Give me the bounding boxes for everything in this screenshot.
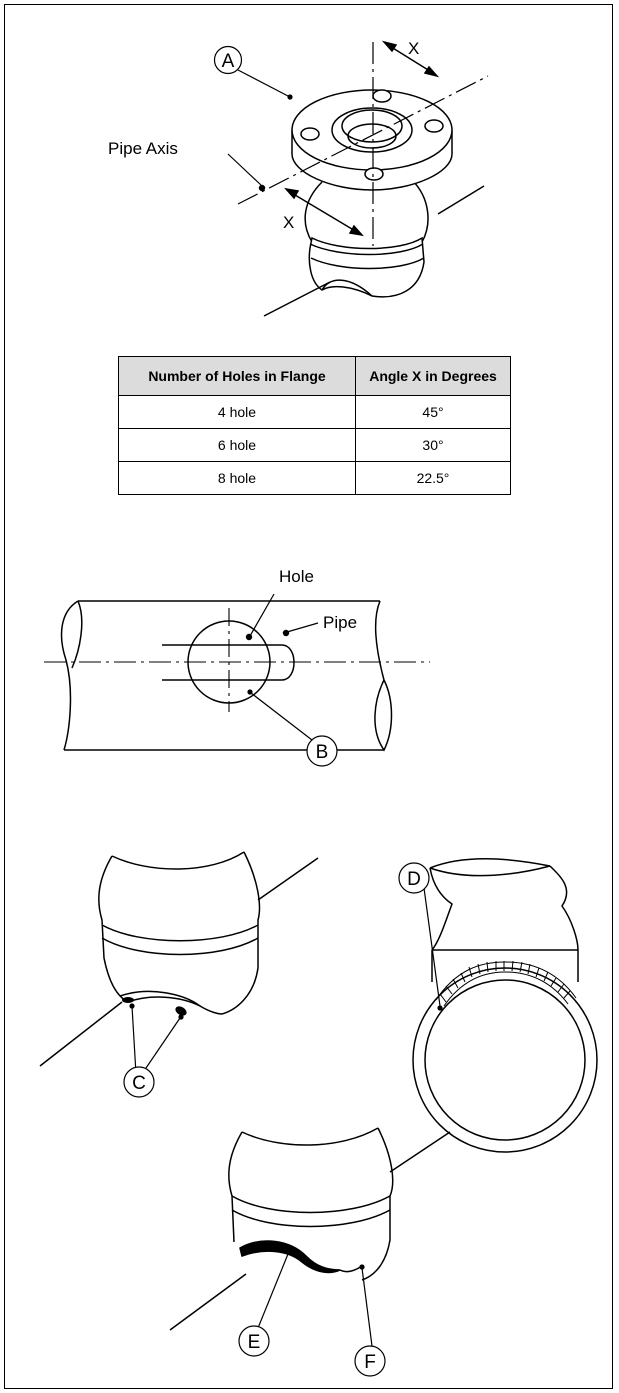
svg-text:B: B — [316, 742, 329, 763]
flange-hole-angle-table: Number of Holes in Flange Angle X in Deg… — [118, 356, 511, 495]
svg-text:D: D — [407, 869, 421, 890]
callout-e: E — [238, 1249, 291, 1357]
angle-x-label-bottom: X — [283, 213, 294, 232]
callout-f: F — [354, 1264, 386, 1377]
flanged-fitting-drawing — [263, 89, 485, 317]
table-row: 6 hole 30° — [118, 428, 511, 462]
callout-d: D — [398, 862, 443, 1011]
weld-bead-e — [239, 1240, 341, 1274]
table-cell: 4 hole — [118, 395, 356, 429]
table-cell: 45° — [355, 395, 511, 429]
pipe-axis-label: Pipe Axis — [108, 139, 178, 158]
pipe-centerlines — [44, 608, 430, 712]
table-cell: 6 hole — [118, 428, 356, 462]
weld-bead-hatching-d — [435, 960, 577, 1007]
column-header-angle: Angle X in Degrees — [355, 356, 511, 396]
angle-x-label-top: X — [408, 39, 419, 58]
table-cell: 8 hole — [118, 461, 356, 495]
table-header-row: Number of Holes in Flange Angle X in Deg… — [118, 356, 511, 396]
callout-a: A — [213, 45, 293, 100]
column-header-holes: Number of Holes in Flange — [118, 356, 356, 396]
pipe-label: Pipe — [323, 613, 357, 632]
hole-label: Hole — [279, 567, 314, 586]
svg-text:E: E — [248, 1332, 261, 1353]
hole-leader — [245, 593, 275, 641]
weld-edge-f — [339, 1265, 363, 1273]
pipe-leader — [282, 622, 319, 637]
svg-text:A: A — [222, 51, 235, 72]
callout-c: C — [123, 1003, 184, 1098]
svg-text:C: C — [132, 1073, 146, 1094]
table-cell: 30° — [355, 428, 511, 462]
weld-spatter-marks-c — [122, 997, 187, 1016]
fitting-detail-ef — [169, 1127, 451, 1331]
fitting-detail-c — [39, 851, 319, 1067]
pipe-axis-lines — [227, 42, 489, 246]
table-cell: 22.5° — [355, 461, 511, 495]
figure-border — [4, 4, 613, 1389]
callout-b: B — [247, 689, 338, 767]
table-row: 8 hole 22.5° — [118, 461, 511, 495]
angle-x-arrows — [284, 40, 440, 237]
svg-text:F: F — [364, 1352, 376, 1373]
fitting-detail-d — [412, 858, 598, 1153]
table-row: 4 hole 45° — [118, 395, 511, 429]
